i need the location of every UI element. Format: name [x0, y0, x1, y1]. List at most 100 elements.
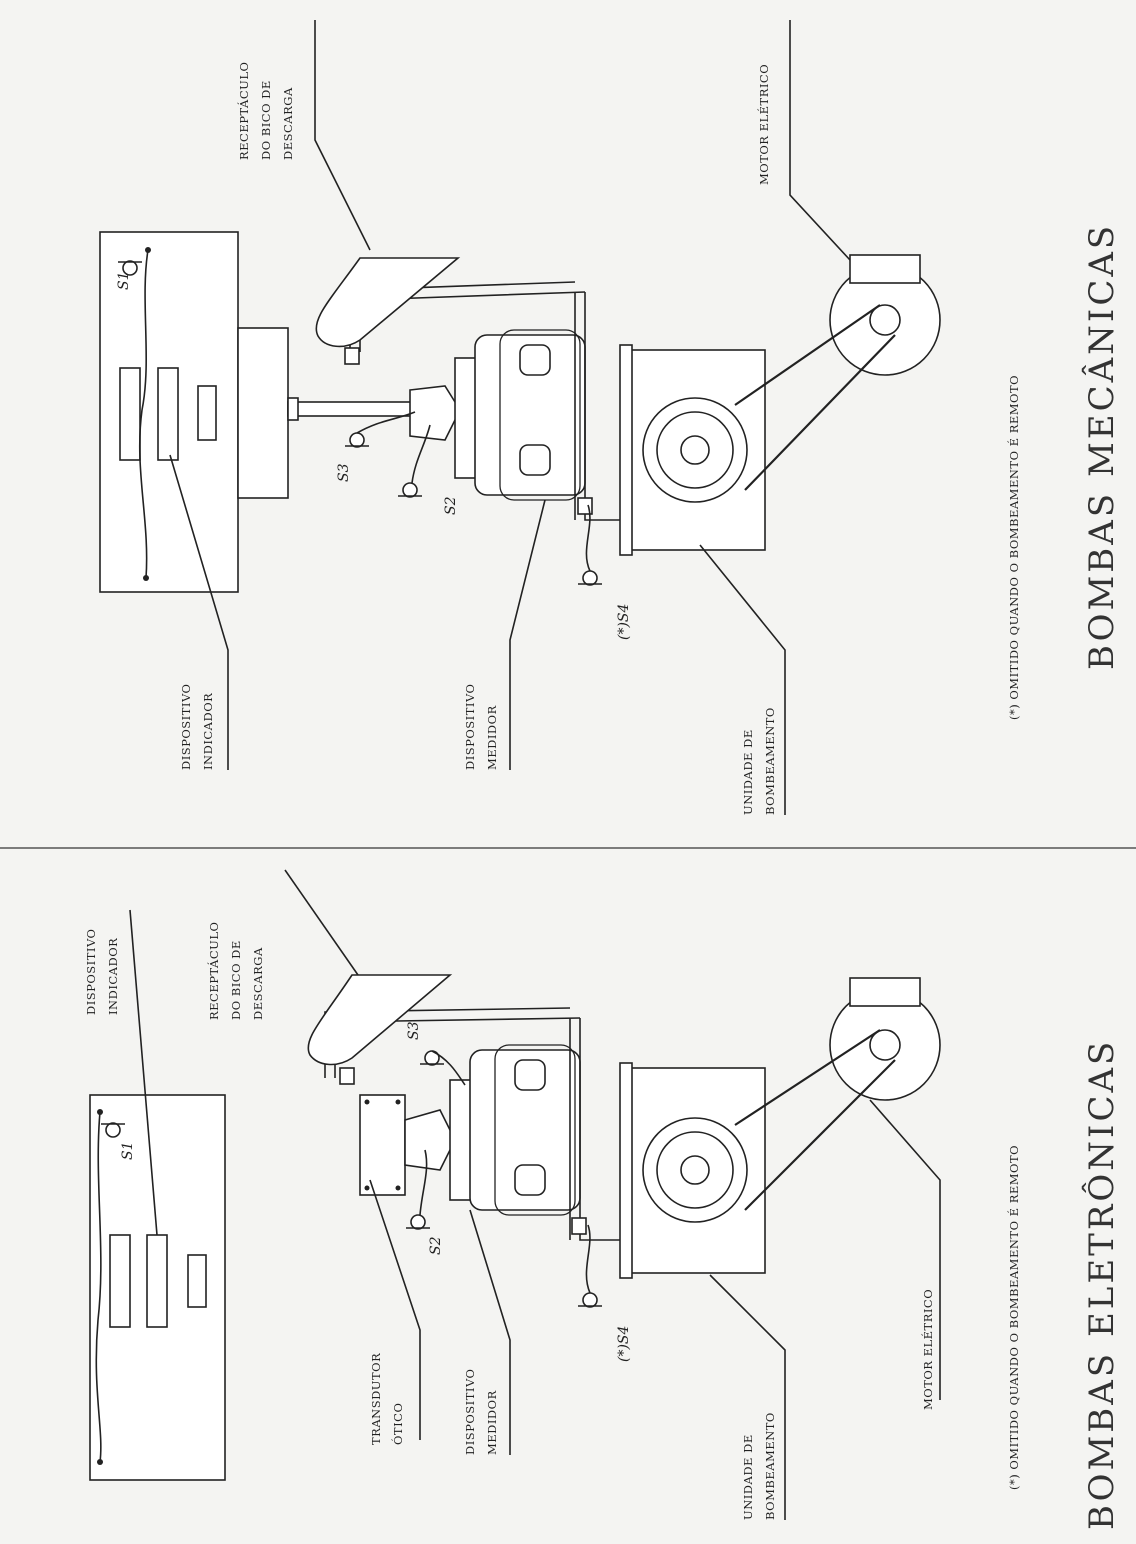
motor-housing	[849, 254, 921, 284]
display-window-1	[119, 367, 141, 461]
sensor-label-s4: (*)S4	[616, 604, 632, 640]
svg-text:DISPOSITIVO: DISPOSITIVO	[463, 684, 477, 770]
shaft-coupling	[287, 397, 299, 421]
svg-text:BOMBEAMENTO: BOMBEAMENTO	[763, 1412, 777, 1520]
sensor-label-s3: S3	[336, 463, 352, 482]
pipe-clamp	[571, 1217, 587, 1235]
label-receptaculo: RECEPTÁCULO DO BICO DE DESCARGA	[207, 922, 265, 1020]
svg-text:DISPOSITIVO: DISPOSITIVO	[179, 684, 193, 770]
motor-housing	[849, 977, 921, 1007]
sensor-label-s4: (*)S4	[616, 1326, 632, 1362]
pump-pulley-hub	[680, 435, 710, 465]
label-indicador: DISPOSITIVO INDICADOR	[179, 684, 215, 770]
drive-belt-bottom	[744, 334, 896, 491]
meter-head	[409, 385, 461, 441]
svg-text:DO BICO DE: DO BICO DE	[229, 940, 243, 1020]
svg-text:MOTOR ELÉTRICO: MOTOR ELÉTRICO	[921, 1289, 935, 1410]
display-window-3	[197, 385, 217, 441]
pipe-riser	[569, 1018, 620, 1241]
leader-medidor	[509, 499, 546, 770]
label-medidor: DISPOSITIVO MEDIDOR	[463, 1369, 499, 1455]
svg-text:INDICADOR: INDICADOR	[201, 693, 215, 770]
drive-belt-bottom	[744, 1059, 896, 1211]
metering-device-outline	[494, 1044, 576, 1216]
meter-head	[404, 1109, 456, 1171]
display-window-1	[109, 1234, 131, 1328]
seal-wire-s1	[138, 249, 149, 579]
svg-text:MEDIDOR: MEDIDOR	[485, 705, 499, 770]
svg-text:INDICADOR: INDICADOR	[106, 938, 120, 1015]
meter-piston-2	[514, 1164, 546, 1196]
leader-motor	[869, 1099, 941, 1400]
nozzle-receptacle	[315, 257, 461, 348]
meter-piston-1	[514, 1059, 546, 1091]
label-bombeamento: UNIDADE DE BOMBEAMENTO	[741, 1412, 777, 1520]
pumping-unit-plate	[619, 1062, 633, 1279]
leader-motor	[789, 20, 851, 261]
indicator-neck	[237, 327, 289, 499]
svg-text:DISPOSITIVO: DISPOSITIVO	[84, 929, 98, 1015]
svg-text:DISPOSITIVO: DISPOSITIVO	[463, 1369, 477, 1455]
leader-bombeamento	[709, 1274, 786, 1520]
svg-text:DESCARGA: DESCARGA	[251, 947, 265, 1020]
optical-transducer	[359, 1094, 406, 1196]
seal-s1-icon	[101, 1122, 125, 1138]
sensor-label-s2: S2	[428, 1236, 444, 1255]
pipe-riser	[574, 292, 622, 521]
label-receptaculo: RECEPTÁCULO DO BICO DE DESCARGA	[237, 62, 295, 160]
meter-piston-1	[519, 344, 551, 376]
svg-text:ÓTICO: ÓTICO	[391, 1403, 405, 1445]
seal-s1-icon	[118, 260, 142, 276]
label-indicador: DISPOSITIVO INDICADOR	[84, 929, 120, 1015]
label-bombeamento: UNIDADE DE BOMBEAMENTO	[741, 707, 777, 815]
seal-s2-icon	[406, 1149, 430, 1230]
label-transdutor: TRANSDUTOR ÓTICO	[369, 1353, 405, 1445]
label-motor: MOTOR ELÉTRICO	[757, 64, 771, 185]
pump-pulley-hub	[680, 1155, 710, 1185]
leader-receptaculo	[314, 20, 371, 251]
leader-medidor	[469, 1209, 511, 1455]
leader-transdutor	[369, 1179, 421, 1440]
wire-end-dot	[145, 247, 151, 253]
svg-text:RECEPTÁCULO: RECEPTÁCULO	[237, 62, 251, 160]
svg-text:MOTOR ELÉTRICO: MOTOR ELÉTRICO	[757, 64, 771, 185]
hose-clamp	[339, 1067, 355, 1085]
drive-shaft	[287, 401, 429, 417]
svg-text:UNIDADE DE: UNIDADE DE	[741, 1434, 755, 1520]
sensor-label-s3: S3	[406, 1021, 422, 1040]
leader-indicador	[169, 454, 229, 770]
drive-belt-top	[734, 1029, 881, 1126]
sensor-label-s2: S2	[443, 496, 459, 515]
drive-belt-top	[734, 304, 881, 406]
wire-end-dot	[143, 575, 149, 581]
svg-text:DO BICO DE: DO BICO DE	[259, 80, 273, 160]
meter-piston-2	[519, 444, 551, 476]
display-window-2	[146, 1234, 168, 1328]
leader-bombeamento	[699, 544, 786, 815]
svg-text:UNIDADE DE: UNIDADE DE	[741, 729, 755, 815]
title-mechanical: BOMBAS MECÂNICAS	[1081, 223, 1122, 670]
leader-receptaculo	[284, 869, 359, 976]
mechanical-pump-diagram: S1 S2 S3 (*)S4 DISPOSITIVO INDICADOR DIS…	[99, 20, 1122, 815]
nozzle-receptacle	[307, 974, 453, 1066]
label-medidor: DISPOSITIVO MEDIDOR	[463, 684, 499, 770]
motor-shaft	[869, 304, 901, 336]
label-motor: MOTOR ELÉTRICO	[921, 1289, 935, 1410]
svg-text:DESCARGA: DESCARGA	[281, 87, 295, 160]
seal-s2-icon	[398, 424, 431, 498]
pumping-unit-plate	[619, 344, 633, 556]
motor-shaft	[869, 1029, 901, 1061]
svg-text:BOMBEAMENTO: BOMBEAMENTO	[763, 707, 777, 815]
metering-device-outline	[499, 329, 581, 501]
note-electronic: (*) OMITIDO QUANDO O BOMBEAMENTO É REMOT…	[1007, 1145, 1021, 1490]
note-mechanical: (*) OMITIDO QUANDO O BOMBEAMENTO É REMOT…	[1007, 375, 1021, 720]
wire-end-dot	[97, 1459, 103, 1465]
seal-s3-icon	[345, 411, 416, 448]
svg-text:TRANSDUTOR: TRANSDUTOR	[369, 1353, 383, 1445]
display-window-3	[187, 1254, 207, 1308]
display-window-2	[157, 367, 179, 461]
leader-indicador	[129, 909, 158, 1236]
seal-s4-icon	[578, 504, 602, 586]
